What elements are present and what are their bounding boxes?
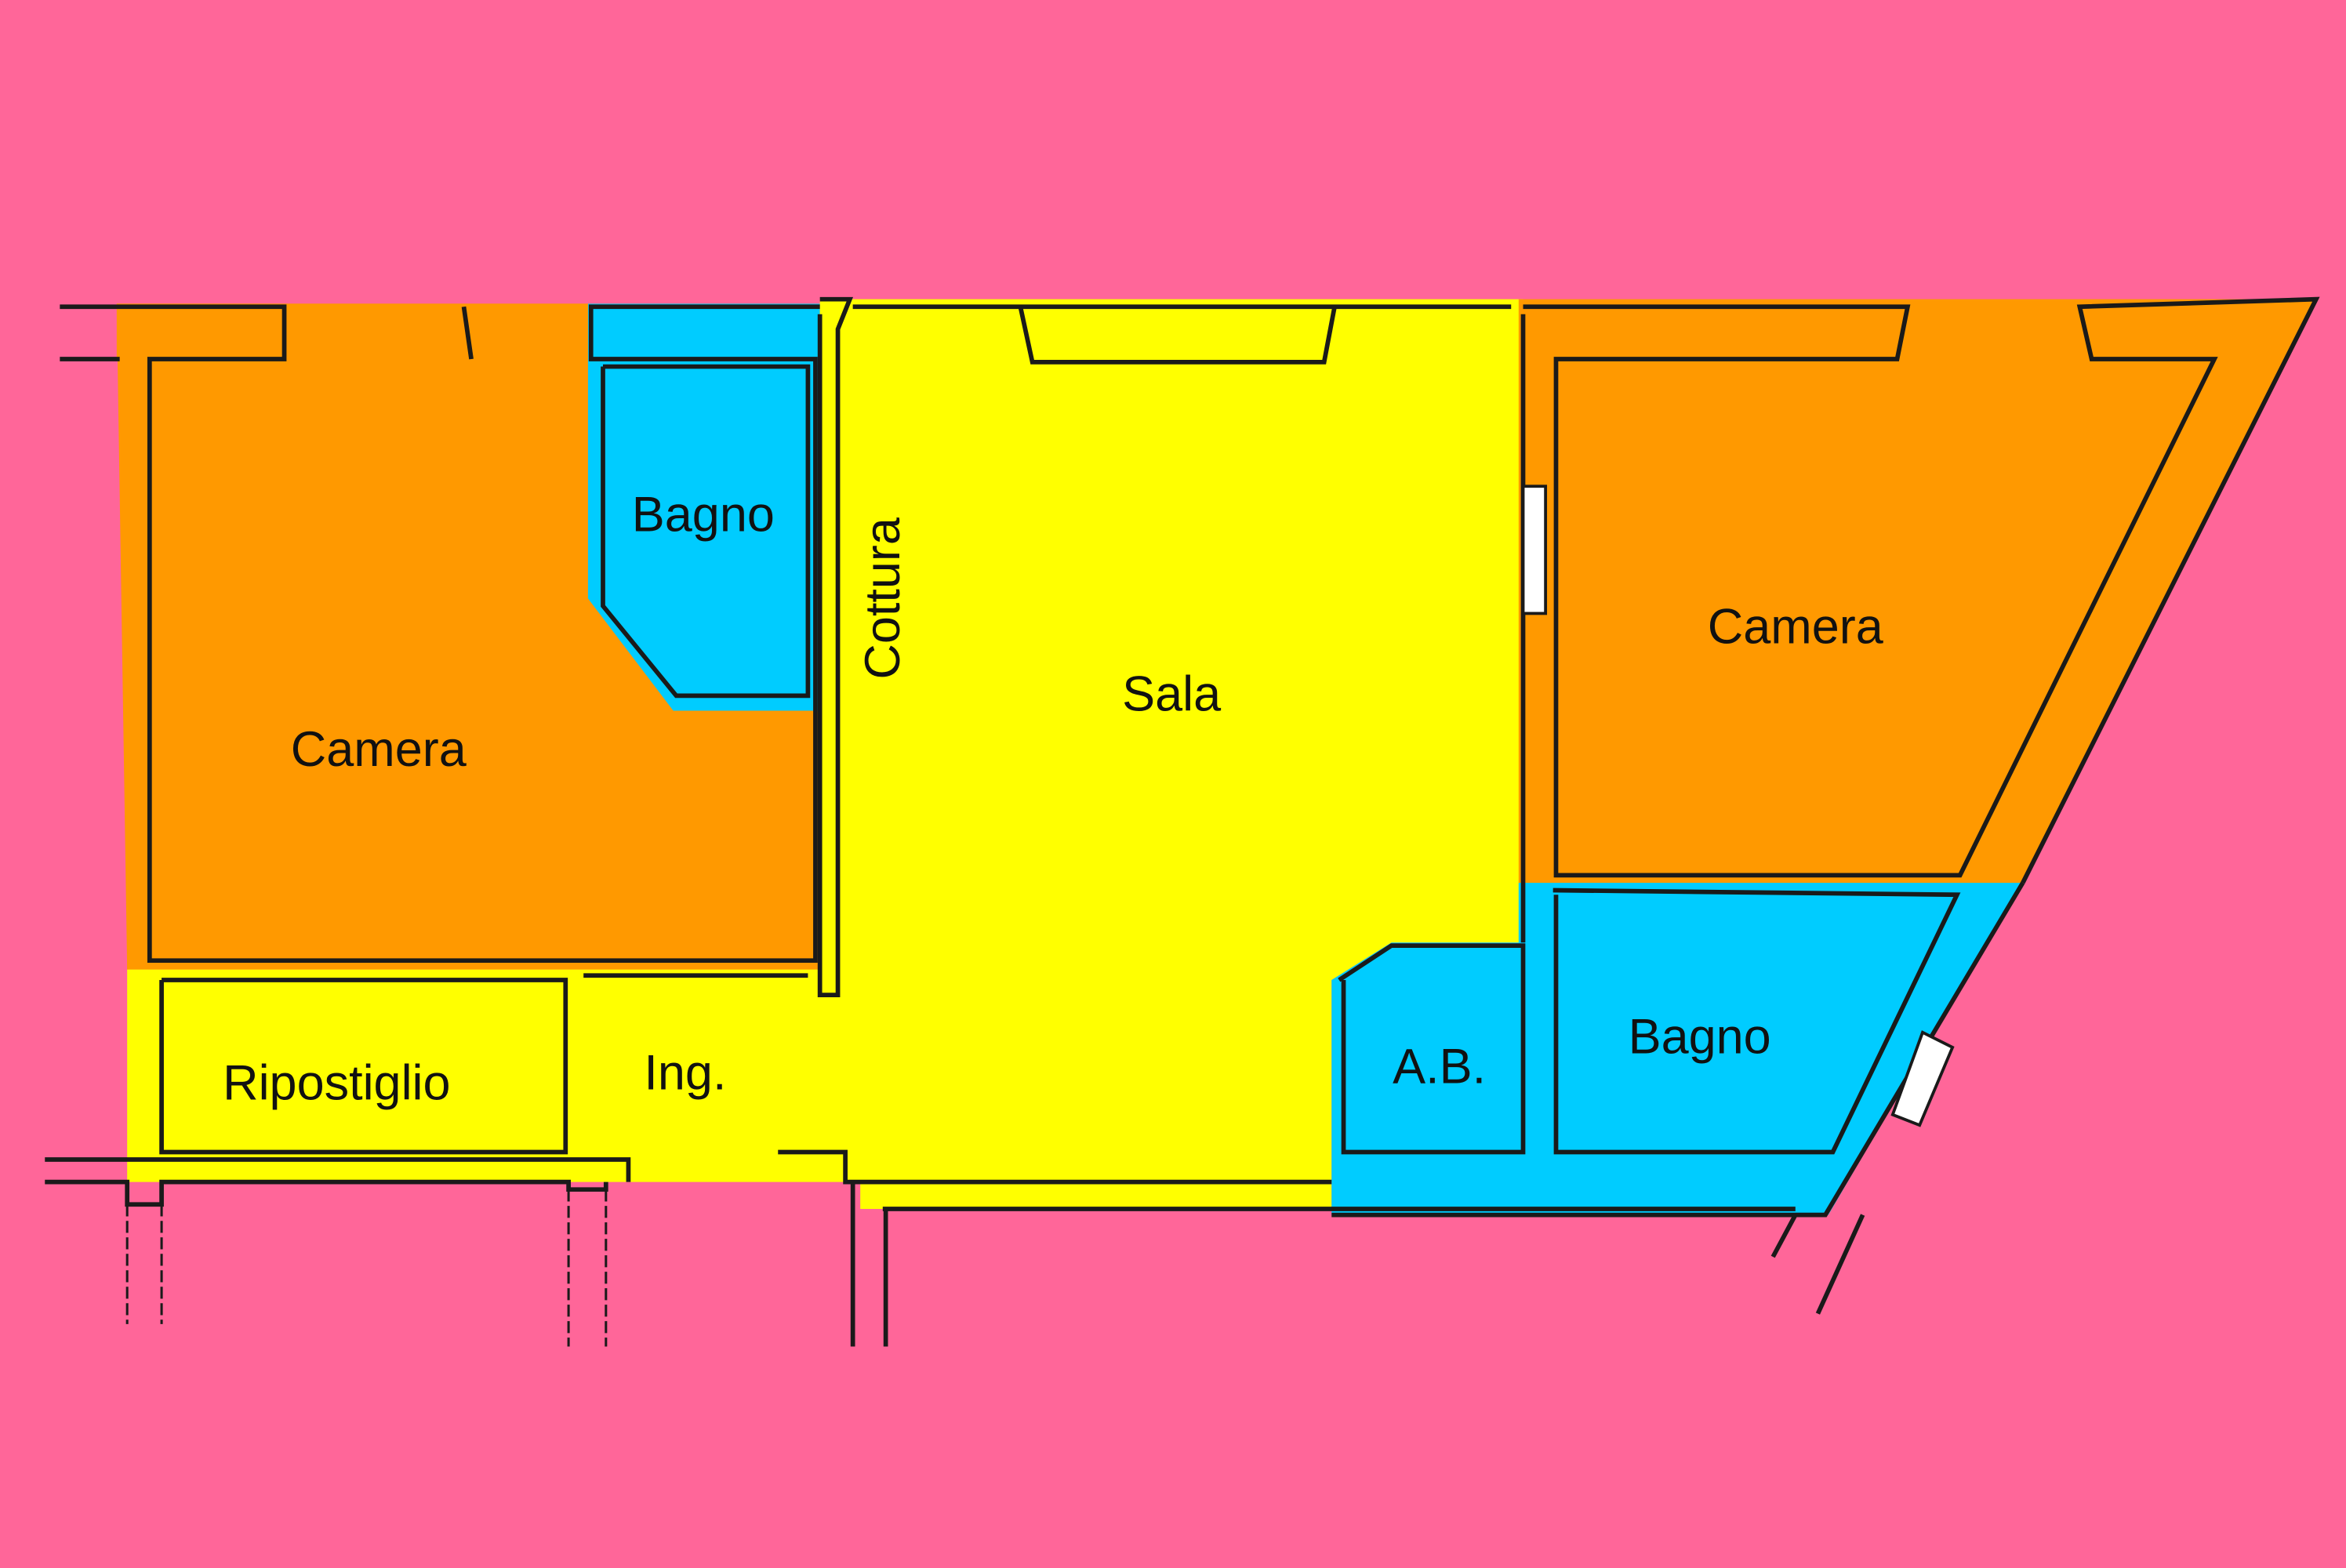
label-antibagno: A.B. <box>1393 1040 1486 1094</box>
label-bagno-left: Bagno <box>632 487 775 542</box>
room-camera-right <box>1518 299 2316 883</box>
label-ripostiglio: Ripostiglio <box>223 1056 450 1111</box>
label-camera-left: Camera <box>291 722 467 777</box>
label-ingresso: Ing. <box>644 1045 726 1100</box>
room-bagno-right <box>1331 882 2023 1215</box>
label-bagno-right: Bagno <box>1629 1010 1771 1065</box>
label-sala: Sala <box>1122 666 1222 721</box>
walls <box>45 296 2320 1347</box>
room-bagno-left <box>587 303 820 711</box>
label-cottura: Cottura <box>855 517 910 679</box>
label-camera-right: Camera <box>1708 600 1884 655</box>
